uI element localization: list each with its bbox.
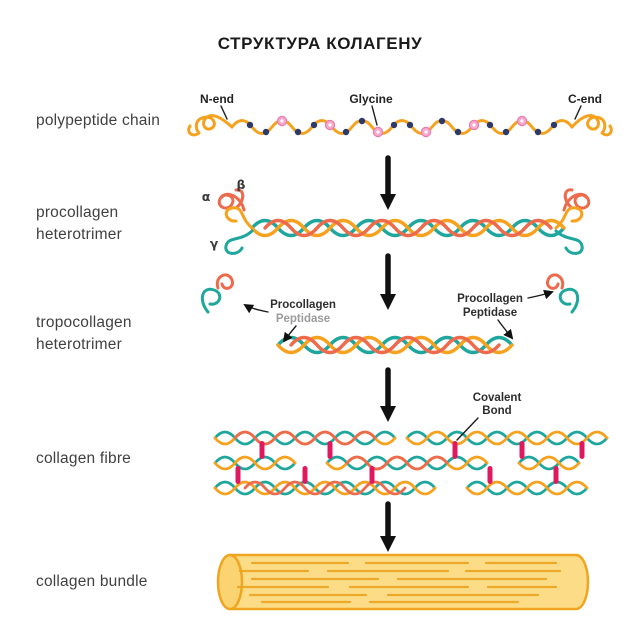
collagen-fibre-illustration: Covalent Bond bbox=[213, 392, 609, 496]
stage-label-collagen-fibre: collagen fibre bbox=[36, 450, 131, 467]
flow-arrow-2-icon bbox=[380, 253, 396, 310]
flow-arrow-3-icon bbox=[380, 367, 396, 422]
peptidase-left-arrow-to-propeptide bbox=[243, 303, 269, 314]
helix-strand-teal bbox=[276, 335, 514, 355]
glycine-label: Glycine bbox=[349, 92, 393, 106]
beta-chain-label: β bbox=[237, 177, 246, 192]
covalent-bond-line2: Bond bbox=[482, 405, 511, 417]
helix-strand-orange bbox=[250, 218, 566, 238]
procollagen-right-propeptide bbox=[554, 188, 591, 255]
peptidase-right-line1: Procollagen bbox=[457, 293, 523, 305]
page-title: СТРУКТУРА КОЛАГЕНУ bbox=[217, 34, 423, 53]
covalent-bond-line1: Covalent bbox=[473, 392, 522, 404]
peptidase-left-line1: Procollagen bbox=[270, 299, 336, 311]
procollagen-heterotrimer-illustration: α β γ bbox=[202, 177, 591, 255]
helix-strand-coral bbox=[289, 335, 501, 355]
helix-strand-orange bbox=[276, 335, 514, 355]
peptidase-left-line2: Peptidase bbox=[276, 313, 330, 325]
c-end-label: C-end bbox=[568, 92, 602, 106]
flow-arrow-1-icon bbox=[380, 155, 396, 210]
stage-label-collagen-bundle: collagen bundle bbox=[36, 573, 148, 590]
covalent-bond-pointer bbox=[456, 417, 479, 441]
stage-label-tropocollagen-heterotrimer: tropocollagen heterotrimer bbox=[36, 314, 132, 353]
collagen-bundle-illustration bbox=[216, 553, 590, 611]
covalent-bond-label: Covalent Bond bbox=[456, 392, 522, 441]
peptidase-right-arrow-to-propeptide bbox=[527, 289, 554, 300]
stage-label-polypeptide-chain: polypeptide chain bbox=[36, 112, 161, 129]
peptidase-right-arrow-to-helix bbox=[497, 319, 514, 340]
chain-wave bbox=[230, 119, 574, 135]
n-end-pointer bbox=[220, 105, 228, 120]
n-end-label: N-end bbox=[200, 92, 234, 106]
tropocollagen-heterotrimer-illustration: Procollagen Peptidase Procollagen Peptid… bbox=[200, 273, 580, 355]
bundle-end-cap bbox=[216, 553, 244, 611]
gamma-chain-label: γ bbox=[210, 236, 219, 251]
chain-n-terminal-squiggle bbox=[187, 114, 234, 137]
procollagen-peptidase-label-left: Procollagen Peptidase bbox=[243, 299, 336, 343]
procollagen-left-propeptide bbox=[217, 188, 254, 255]
amino-acid-beads bbox=[246, 115, 558, 138]
procollagen-peptidase-label-right: Procollagen Peptidase bbox=[457, 289, 554, 340]
stage-label-procollagen-heterotrimer: procollagen heterotrimer bbox=[36, 204, 122, 243]
cleaved-propeptide-right bbox=[546, 273, 580, 314]
flow-arrow-4-icon bbox=[380, 501, 396, 552]
covalent-bonds bbox=[235, 441, 585, 484]
peptidase-right-line2: Peptidase bbox=[463, 307, 517, 319]
alpha-chain-label: α bbox=[202, 189, 211, 204]
glycine-pointer bbox=[371, 105, 378, 126]
polypeptide-chain-illustration: N-end Glycine C-end bbox=[187, 92, 613, 138]
bundle-fibre-texture bbox=[236, 561, 562, 604]
c-end-pointer bbox=[574, 105, 582, 120]
helix-strand-coral bbox=[263, 218, 553, 238]
cleaved-propeptide-left bbox=[200, 273, 234, 314]
peptidase-left-arrow-to-helix bbox=[282, 325, 297, 343]
chain-c-terminal-squiggle bbox=[570, 114, 613, 137]
